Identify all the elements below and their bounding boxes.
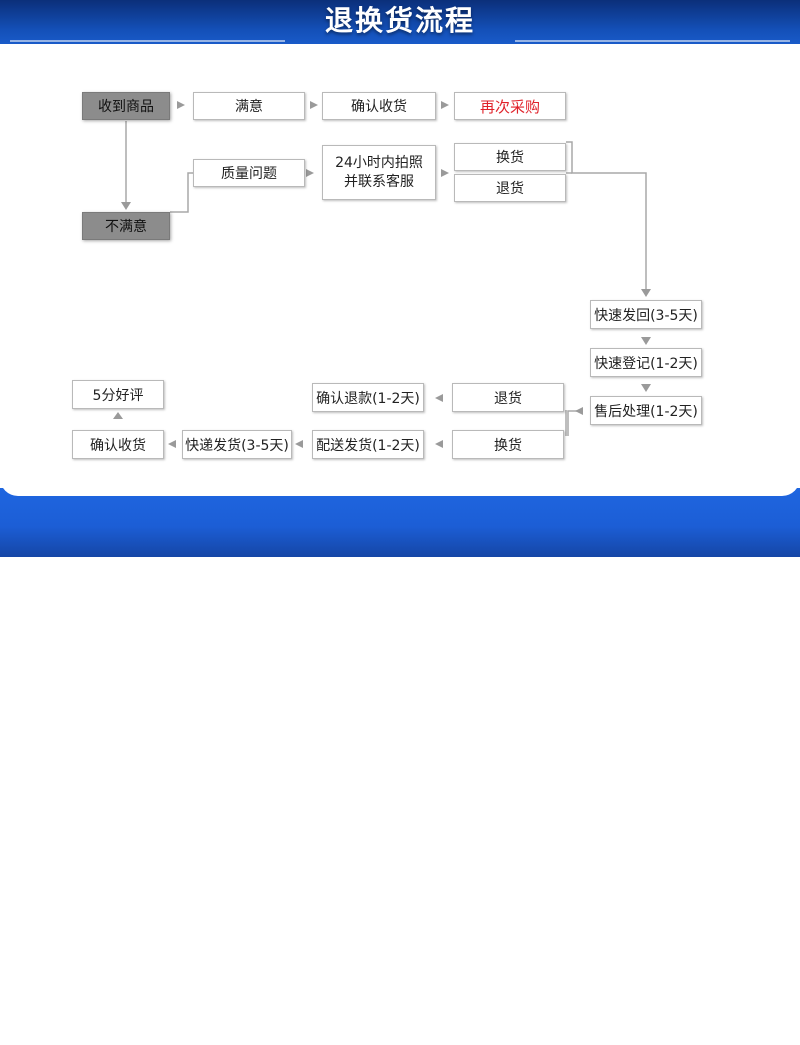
node-exchange-top: 换货: [454, 143, 566, 171]
arrow-down-fastreturn: [641, 289, 651, 297]
arrow-left-refund: [435, 394, 443, 402]
connector-unsatisfied-to-quality: [170, 172, 193, 213]
arrow-left-express: [295, 440, 303, 448]
node-return-top: 退货: [454, 174, 566, 202]
flow-connectors: [113, 101, 651, 448]
node-fast-return: 快速发回(3-5天): [590, 300, 702, 329]
node-return-bottom: 退货: [452, 383, 564, 412]
node-satisfied: 满意: [193, 92, 305, 120]
node-exchange-bottom: 换货: [452, 430, 564, 459]
connector-aftersales-join: [567, 410, 583, 436]
node-after-sales: 售后处理(1-2天): [590, 396, 702, 425]
arrow-down-register: [641, 337, 651, 345]
arrow-down-aftersales: [641, 384, 651, 392]
node-receive-goods: 收到商品: [82, 92, 170, 120]
arrow-left-aftersales: [575, 407, 583, 415]
node-confirm-receipt-bottom: 确认收货: [72, 430, 164, 459]
arrow-up-fivestar: [113, 412, 123, 419]
arrow-left-confirm-bottom: [168, 440, 176, 448]
node-confirm-receipt-top: 确认收货: [322, 92, 436, 120]
node-buy-again: 再次采购: [454, 92, 566, 120]
node-photo-contact-line1: 24小时内拍照: [335, 154, 423, 171]
node-confirm-refund: 确认退款(1-2天): [312, 383, 424, 412]
arrow-right-buyagain: [441, 101, 449, 109]
node-not-satisfied: 不满意: [82, 212, 170, 240]
node-photo-contact-line2: 并联系客服: [344, 173, 414, 190]
arrow-right-satisfied: [177, 101, 185, 109]
title-rule-right: [515, 40, 790, 42]
arrow-right-photo: [306, 169, 314, 177]
arrow-down-unsatisfied: [121, 202, 131, 210]
footer-ghost-pattern: [0, 1018, 800, 1045]
arrow-right-confirm: [310, 101, 318, 109]
node-five-star: 5分好评: [72, 380, 164, 409]
title-rule-left: [10, 40, 285, 42]
connector-exchange-return-to-fastreturn: [566, 141, 647, 290]
node-ship-out: 配送发货(1-2天): [312, 430, 424, 459]
arrow-left-shipout: [435, 440, 443, 448]
node-quality-issue: 质量问题: [193, 159, 305, 187]
page-title: 退换货流程: [324, 4, 475, 37]
arrow-right-exchange-return: [441, 169, 449, 177]
node-fast-register: 快速登记(1-2天): [590, 348, 702, 377]
node-express-ship: 快递发货(3-5天): [182, 430, 292, 459]
node-photo-contact: 24小时内拍照 并联系客服: [322, 145, 436, 200]
